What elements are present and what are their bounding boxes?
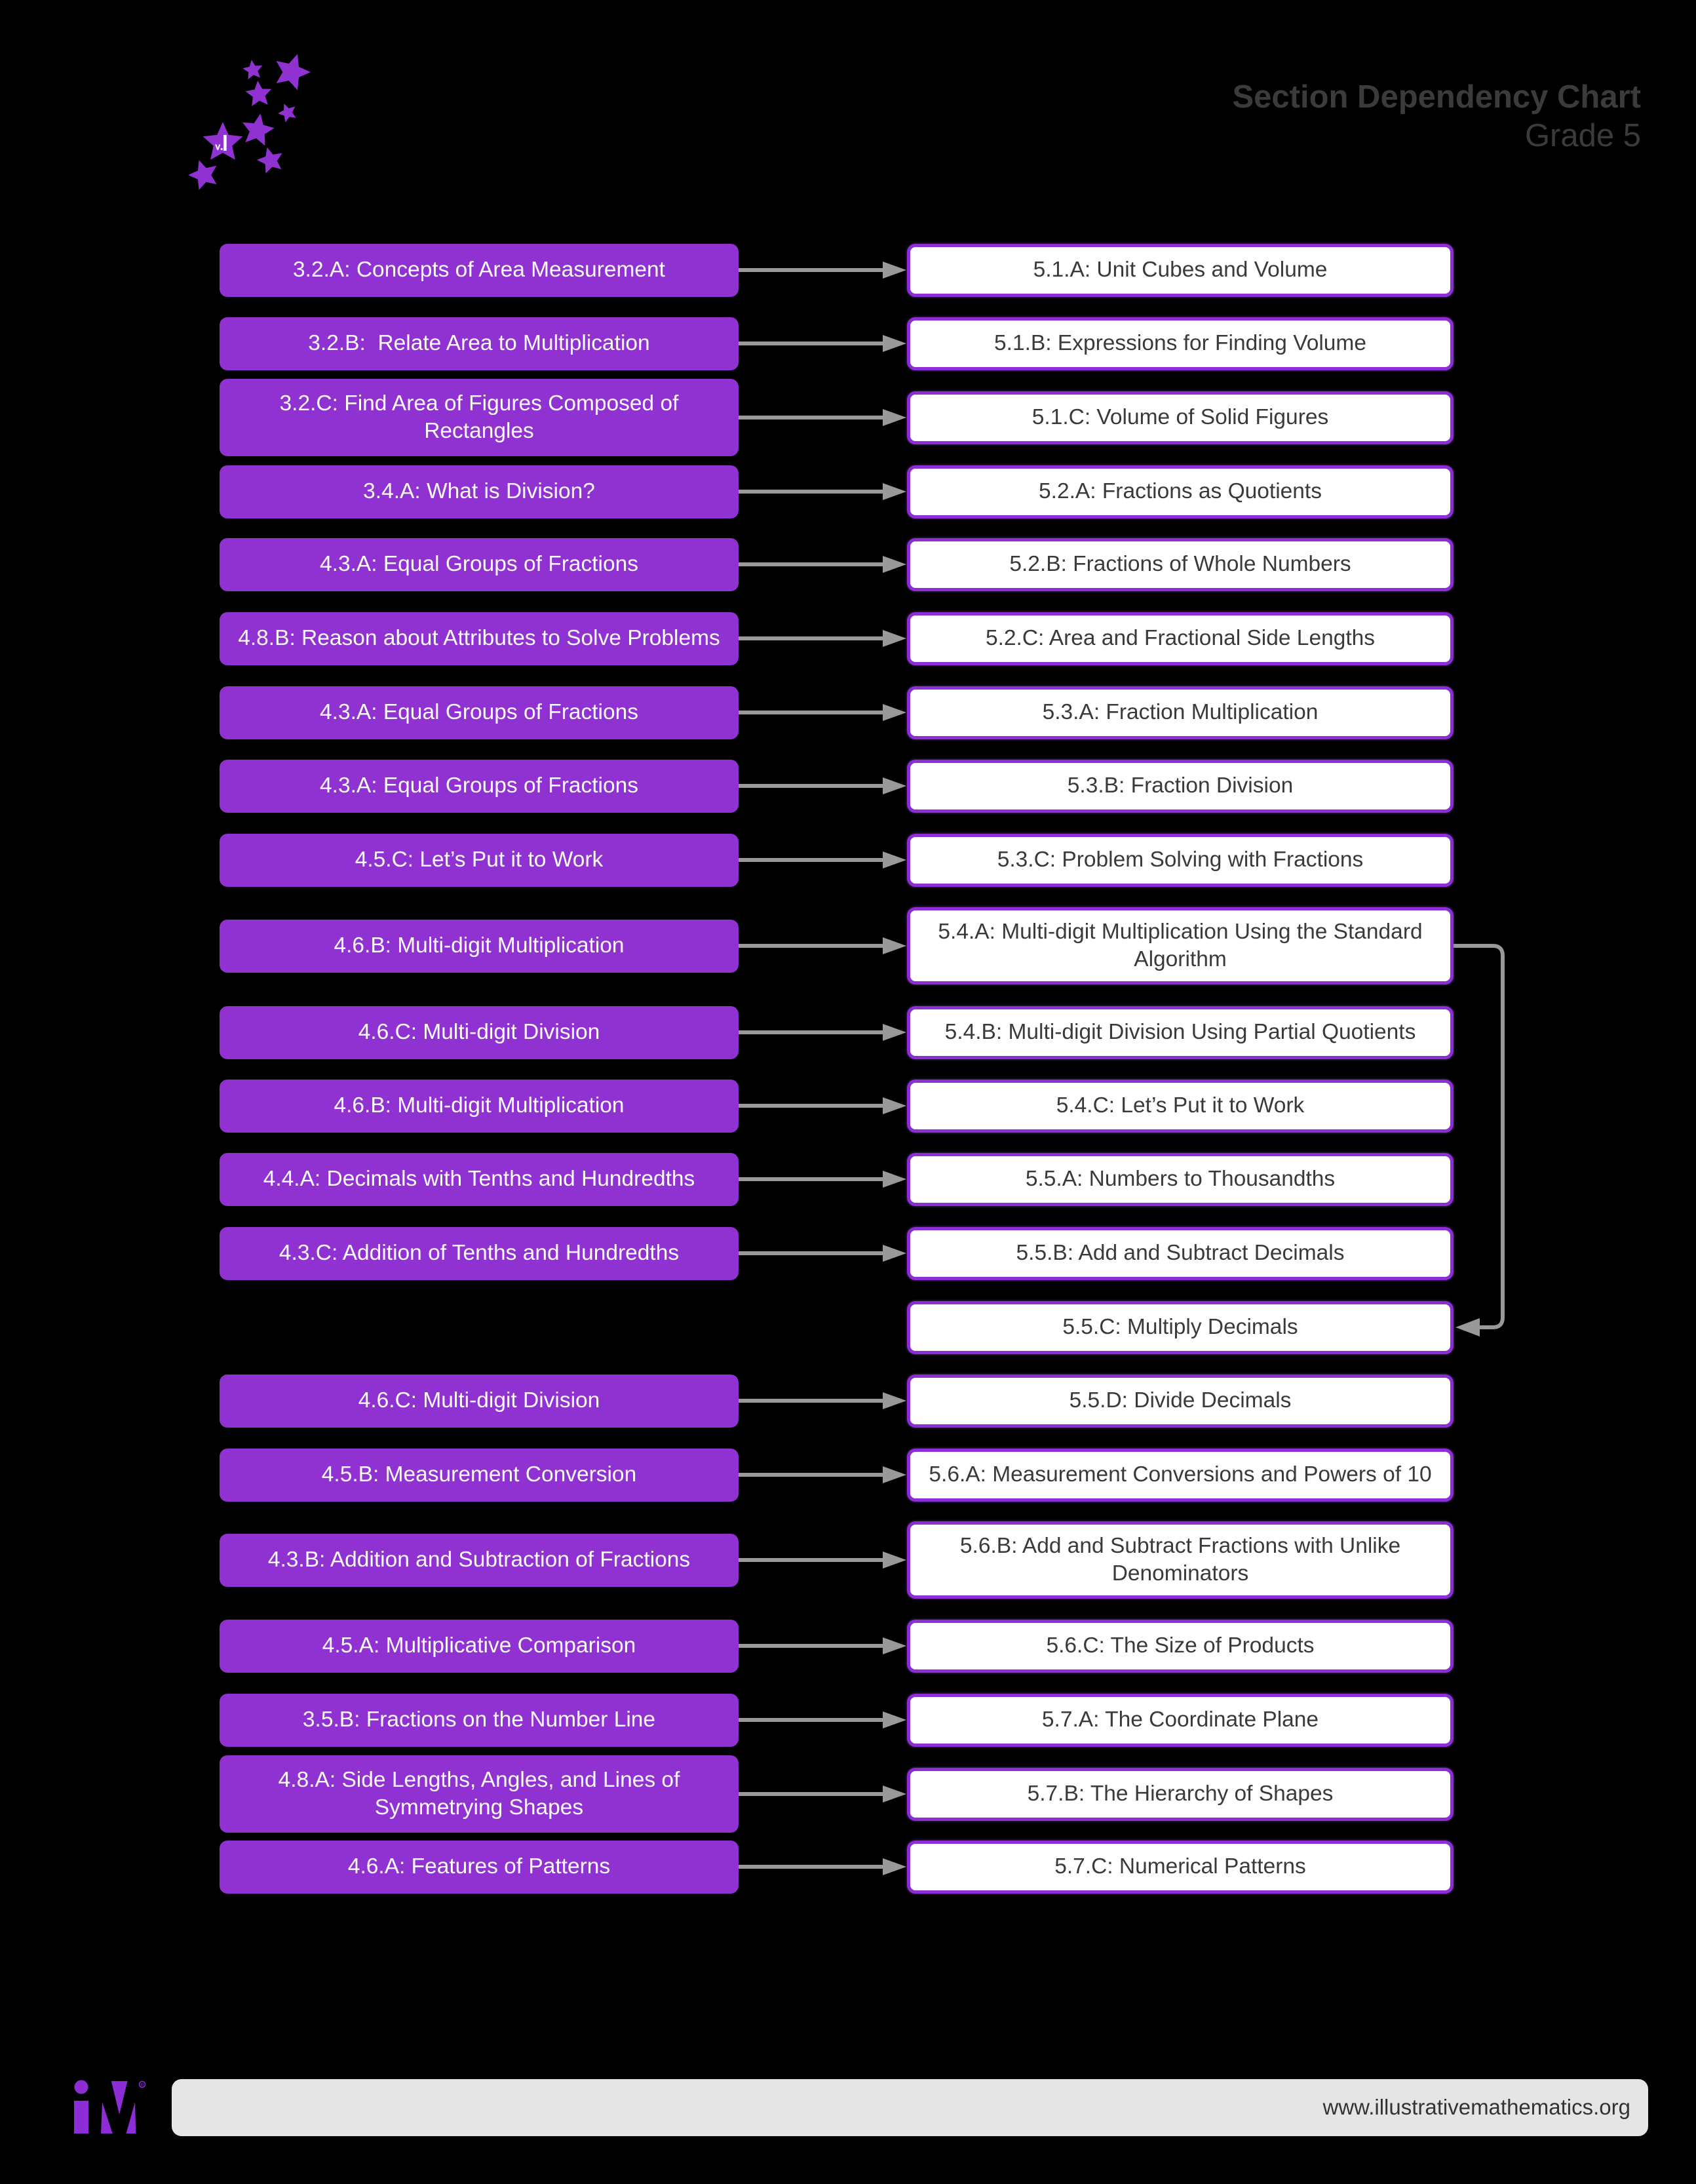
svg-text:www.illustrativemathematics.or: www.illustrativemathematics.org <box>1322 2095 1630 2119</box>
svg-text:R: R <box>140 2083 144 2088</box>
